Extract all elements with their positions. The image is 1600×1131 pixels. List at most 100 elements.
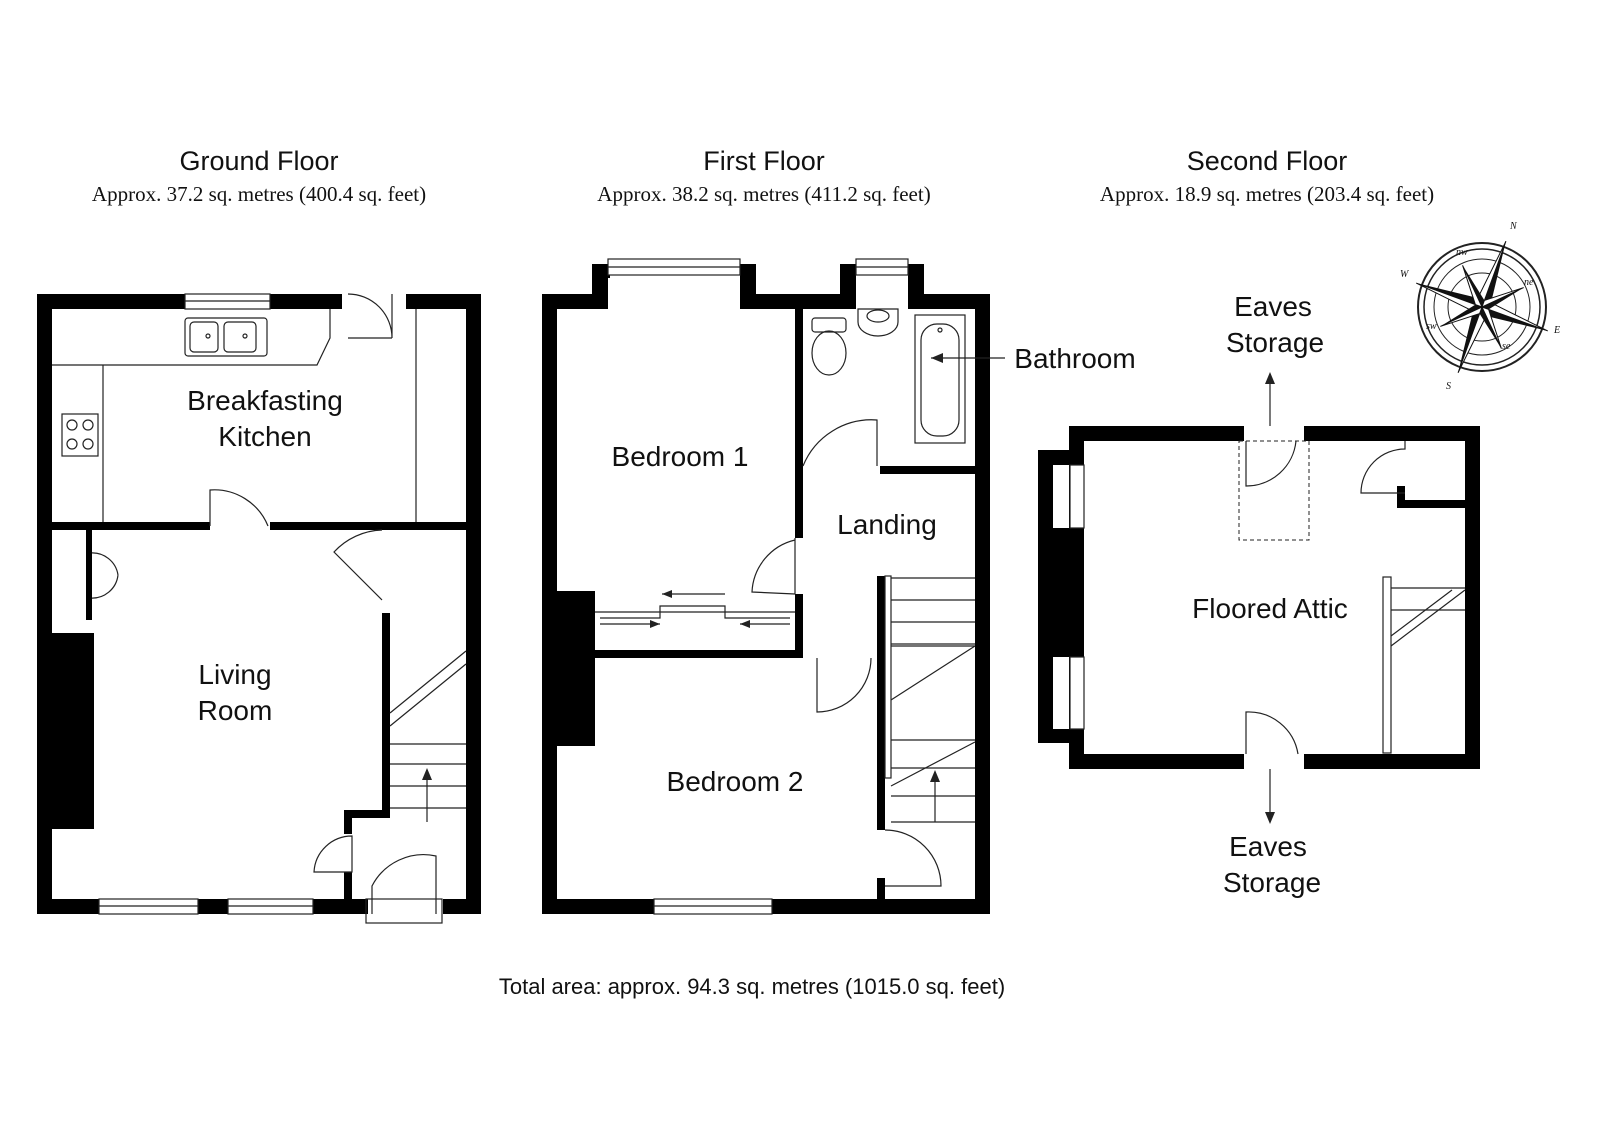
wall [52,522,210,530]
cupboard-door [89,530,119,620]
wall [877,780,885,830]
door [802,419,878,467]
staircase [1382,576,1466,754]
door [1245,711,1299,755]
compass-w: W [1400,269,1410,280]
wall [1038,643,1084,657]
wall [1465,426,1480,769]
room-label-bedroom2: Bedroom 2 [667,766,804,797]
wall [595,650,803,658]
wall [1038,528,1084,542]
hob-icon [61,413,99,457]
room-label-eaves-top-1: Eaves [1234,291,1312,322]
window [1069,656,1085,730]
room-label-kitchen-2: Kitchen [218,421,311,452]
wall [795,594,803,656]
wall [86,530,92,620]
wall [382,613,390,817]
chimney-breast [557,591,595,746]
wall [1397,500,1465,508]
eaves-hatch [1238,440,1310,541]
door [347,293,393,339]
ground-floor-header: Ground Floor Approx. 37.2 sq. metres (40… [92,146,426,206]
wall [344,872,352,902]
first-floor-title: First Floor [703,146,825,176]
door [313,835,353,873]
room-label-kitchen-1: Breakfasting [187,385,343,416]
toilet-icon [811,317,847,376]
ground-floor-title: Ground Floor [179,146,338,176]
wardrobe [595,590,795,628]
worktop [52,309,331,366]
wall [975,294,990,914]
compass-nw: nw [1456,247,1468,258]
second-floor-header: Second Floor Approx. 18.9 sq. metres (20… [1100,146,1434,206]
wall [1069,426,1244,441]
compass-sw: sw [1426,321,1437,332]
wall [270,522,466,530]
wall [466,294,481,914]
wall [1038,450,1053,743]
sink-icon [184,317,268,357]
room-label-living-1: Living [198,659,271,690]
compass-ne: ne [1524,277,1534,288]
room-label-eaves-top-2: Storage [1226,327,1324,358]
wall [908,294,990,309]
compass-rose-icon: N E S W nw ne sw se [1400,221,1560,392]
compass-se: se [1502,341,1511,352]
door [816,657,872,713]
room-label-bedroom1: Bedroom 1 [612,441,749,472]
wall [198,899,228,914]
wall [1304,754,1480,769]
second-floor-plan: Eaves Storage Floored Attic Eaves Storag… [1038,291,1480,898]
door [884,829,942,887]
room-label-bathroom: Bathroom [1014,343,1135,374]
wall [795,309,803,464]
wall [1038,729,1084,743]
basin-icon [857,308,899,337]
door [751,538,796,595]
wall [270,294,342,309]
wall [313,899,368,914]
wall [795,476,803,538]
door-step [365,898,443,924]
wall [542,294,557,914]
room-label-eaves-bottom-2: Storage [1223,867,1321,898]
wall [542,294,608,309]
ground-floor-plan: Breakfasting Kitchen Living Room [37,293,481,924]
wall [37,899,99,914]
wall [1397,486,1405,508]
wall [740,294,846,309]
compass-e: E [1553,325,1560,336]
room-label-attic: Floored Attic [1192,593,1348,624]
wall [37,294,185,309]
wall [37,294,52,914]
wall [877,878,885,899]
wall [880,466,975,474]
compass-s: S [1446,381,1451,392]
wall [344,810,352,834]
wall [443,899,481,914]
wall [795,464,803,476]
total-area: Total area: approx. 94.3 sq. metres (101… [499,974,1005,999]
staircase [884,575,976,823]
wall [406,294,481,309]
window [1069,464,1085,529]
front-door [371,854,437,914]
first-floor-header: First Floor Approx. 38.2 sq. metres (411… [597,146,930,206]
wall [592,264,610,278]
first-floor-plan: Bedroom 1 Landing Bathroom Bedroom 2 [542,258,1136,915]
room-label-eaves-bottom-1: Eaves [1229,831,1307,862]
wall [1304,426,1480,441]
room-label-living-2: Room [198,695,273,726]
first-floor-area: Approx. 38.2 sq. metres (411.2 sq. feet) [597,182,930,206]
chimney-breast [52,633,94,829]
second-floor-title: Second Floor [1187,146,1348,176]
wall [840,264,856,309]
wall [877,576,885,780]
door [209,489,269,527]
door [333,529,383,601]
room-label-landing: Landing [837,509,937,540]
bath-icon [914,314,966,444]
